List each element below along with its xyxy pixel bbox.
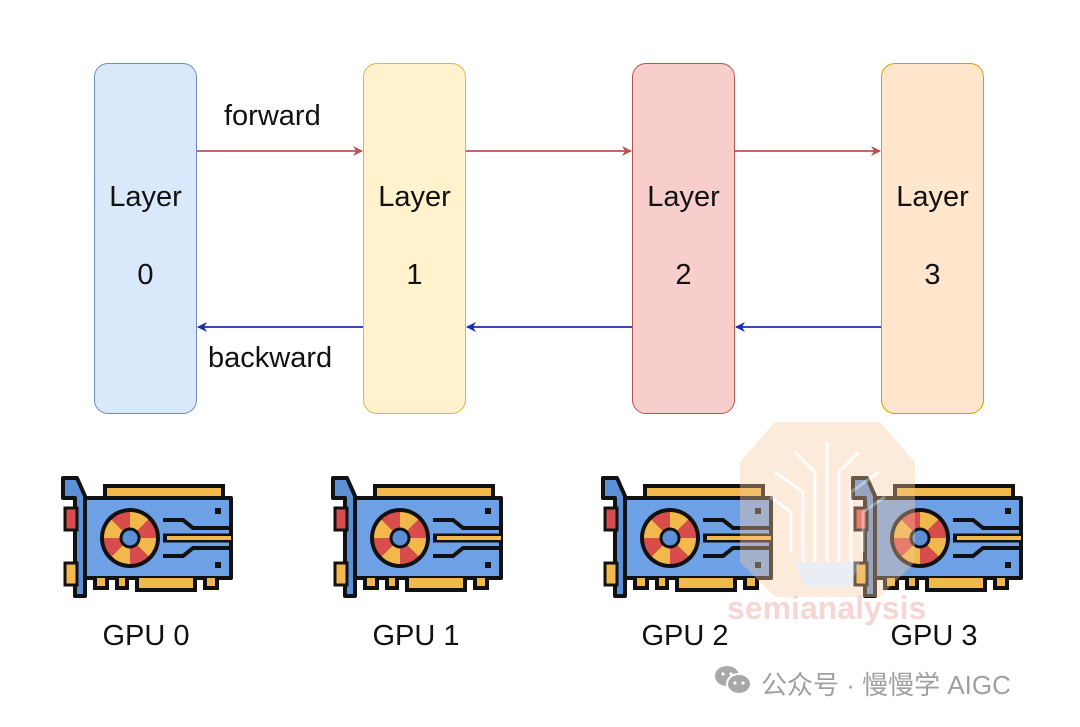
gpu-2-label: GPU 2 xyxy=(641,620,729,652)
layer-0-box: Layer 0 xyxy=(94,63,197,414)
layer-2-box: Layer 2 xyxy=(632,63,735,414)
gpu-0-label: GPU 0 xyxy=(102,620,190,652)
layer-2-index: 2 xyxy=(675,259,692,291)
layer-3-title: Layer xyxy=(896,181,969,213)
gpu-3-icon xyxy=(845,468,1025,598)
layer-1-title: Layer xyxy=(378,181,451,213)
wechat-icon xyxy=(713,664,753,703)
forward-label: forward xyxy=(224,100,321,132)
gpu-1-icon xyxy=(325,468,505,598)
footer-text: 公众号 · 慢慢学 AIGC xyxy=(761,670,1011,700)
gpu-0-icon xyxy=(55,468,235,598)
layer-0-index: 0 xyxy=(137,259,154,291)
layer-3-index: 3 xyxy=(924,259,941,291)
gpu-1-label: GPU 1 xyxy=(372,620,460,652)
gpu-2-icon xyxy=(595,468,775,598)
layer-0-title: Layer xyxy=(109,181,182,213)
backward-label: backward xyxy=(208,342,333,374)
layer-3-box: Layer 3 xyxy=(881,63,984,414)
gpu-3-label: GPU 3 xyxy=(890,620,978,652)
layer-1-box: Layer 1 xyxy=(363,63,466,414)
layer-1-index: 1 xyxy=(406,259,423,291)
footer-attribution: 公众号 · 慢慢学 AIGC xyxy=(713,664,1011,703)
layer-2-title: Layer xyxy=(647,181,720,213)
